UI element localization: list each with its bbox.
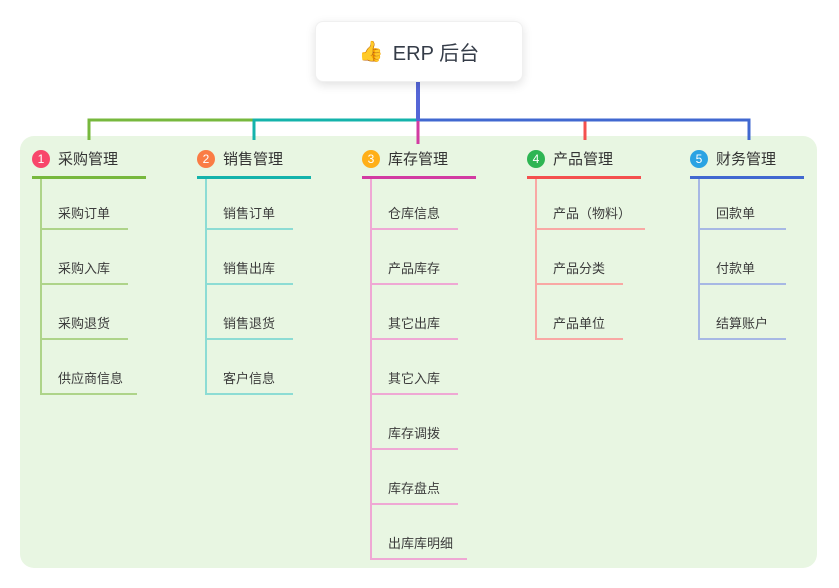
branch-purchase: 1 采购管理 采购订单 采购入库 采购退货 供应商信息	[32, 148, 146, 395]
badge-5: 5	[690, 149, 708, 168]
badge-4: 4	[527, 149, 545, 168]
node-receipt-bill[interactable]: 回款单	[700, 179, 786, 230]
badge-2: 2	[197, 149, 215, 168]
node-supplier-info[interactable]: 供应商信息	[42, 340, 138, 395]
branch-finance-label: 财务管理	[716, 151, 777, 168]
node-warehouse-info[interactable]: 仓库信息	[372, 179, 458, 230]
branch-sales-header[interactable]: 2 销售管理	[197, 148, 311, 179]
branch-sales-children: 销售订单 销售出库 销售退货 客户信息	[205, 179, 311, 395]
thumbs-up-icon: 👍	[358, 41, 384, 63]
branch-inventory-children: 仓库信息 产品库存 其它出库 其它入库 库存调拨 库存盘点 出库库明细	[370, 179, 476, 560]
branch-inventory-header[interactable]: 3 库存管理	[362, 148, 476, 179]
branch-purchase-label: 采购管理	[58, 151, 119, 168]
node-product-category[interactable]: 产品分类	[537, 230, 623, 285]
node-stock-transfer[interactable]: 库存调拨	[372, 395, 458, 450]
branch-product: 4 产品管理 产品（物料） 产品分类 产品单位	[527, 148, 646, 340]
node-sales-order[interactable]: 销售订单	[207, 179, 293, 230]
node-sales-return[interactable]: 销售退货	[207, 285, 293, 340]
branch-inventory: 3 库存管理 仓库信息 产品库存 其它出库 其它入库 库存调拨 库存盘点 出库库…	[362, 148, 476, 560]
mindmap-panel	[20, 136, 817, 568]
badge-1: 1	[32, 149, 50, 168]
node-purchase-order[interactable]: 采购订单	[42, 179, 128, 230]
node-product-stock[interactable]: 产品库存	[372, 230, 458, 285]
branch-sales: 2 销售管理 销售订单 销售出库 销售退货 客户信息	[197, 148, 311, 395]
branch-purchase-header[interactable]: 1 采购管理	[32, 148, 146, 179]
branch-product-header[interactable]: 4 产品管理	[527, 148, 641, 179]
node-sales-outbound[interactable]: 销售出库	[207, 230, 293, 285]
branch-sales-label: 销售管理	[223, 151, 284, 168]
node-product-material[interactable]: 产品（物料）	[537, 179, 646, 230]
root-node-erp[interactable]: 👍 ERP 后台	[315, 21, 523, 82]
branch-product-label: 产品管理	[553, 151, 614, 168]
branch-finance: 5 财务管理 回款单 付款单 结算账户	[690, 148, 804, 340]
root-node-label: ERP 后台	[392, 43, 480, 65]
badge-3: 3	[362, 149, 380, 168]
branch-purchase-children: 采购订单 采购入库 采购退货 供应商信息	[40, 179, 146, 395]
node-outbound-detail[interactable]: 出库库明细	[372, 505, 468, 560]
node-other-inbound[interactable]: 其它入库	[372, 340, 458, 395]
branch-finance-children: 回款单 付款单 结算账户	[698, 179, 804, 340]
node-stock-count[interactable]: 库存盘点	[372, 450, 458, 505]
node-product-unit[interactable]: 产品单位	[537, 285, 623, 340]
node-settlement-account[interactable]: 结算账户	[700, 285, 786, 340]
node-customer-info[interactable]: 客户信息	[207, 340, 293, 395]
branch-product-children: 产品（物料） 产品分类 产品单位	[535, 179, 646, 340]
branch-inventory-label: 库存管理	[388, 151, 449, 168]
branch-finance-header[interactable]: 5 财务管理	[690, 148, 804, 179]
node-purchase-inbound[interactable]: 采购入库	[42, 230, 128, 285]
node-purchase-return[interactable]: 采购退货	[42, 285, 128, 340]
node-payment-bill[interactable]: 付款单	[700, 230, 786, 285]
node-other-outbound[interactable]: 其它出库	[372, 285, 458, 340]
